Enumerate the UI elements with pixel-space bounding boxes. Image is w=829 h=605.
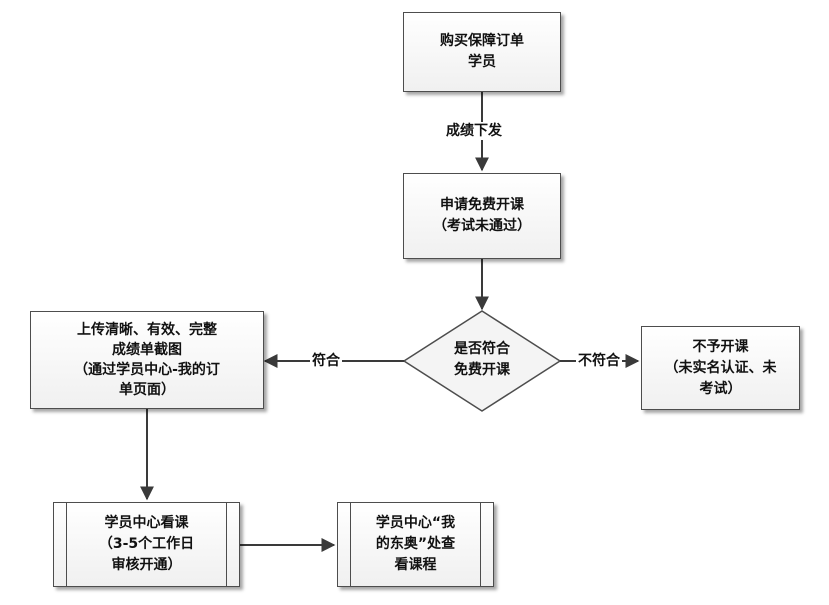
decision-diamond [402, 310, 562, 412]
node-apply-free-course-text: 申请免费开课 （考试未通过） [433, 197, 531, 234]
node-upload-screenshot: 上传清晰、有效、完整 成绩单截图 （通过学员中心-我的订 单页面） [30, 311, 264, 409]
node-view-course: 学员中心“我 的东奥”处查 看课程 [337, 502, 494, 587]
subprocess-bar-right [480, 503, 481, 586]
node-upload-screenshot-text: 上传清晰、有效、完整 成绩单截图 （通过学员中心-我的订 单页面） [74, 322, 220, 398]
node-review-course-text: 学员中心看课 （3-5个工作日 审核开通） [98, 515, 195, 573]
edge-label-eligible: 符合 [310, 352, 342, 370]
node-apply-free-course: 申请免费开课 （考试未通过） [403, 173, 561, 259]
edge-label-grades-issued: 成绩下发 [444, 122, 504, 140]
node-buy-order-text: 购买保障订单 学员 [440, 33, 524, 70]
node-view-course-text: 学员中心“我 的东奥”处查 看课程 [375, 515, 456, 573]
node-reject-course-text: 不予开课 （未实名认证、未 考试） [664, 338, 777, 397]
subprocess-bar-right [226, 503, 227, 586]
node-buy-order: 购买保障订单 学员 [403, 12, 561, 92]
node-review-course: 学员中心看课 （3-5个工作日 审核开通） [53, 502, 240, 587]
edge-label-not-eligible: 不符合 [576, 352, 622, 370]
subprocess-bar-left [66, 503, 67, 586]
decision-text: 是否符合 免费开课 [454, 341, 510, 378]
subprocess-bar-left [350, 503, 351, 586]
node-reject-course: 不予开课 （未实名认证、未 考试） [641, 326, 800, 410]
